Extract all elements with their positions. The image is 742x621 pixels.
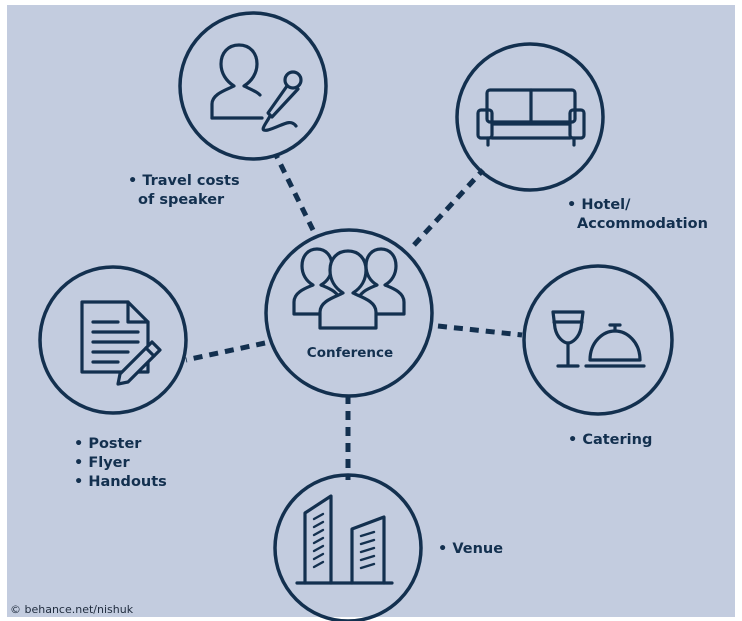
center-node [264, 228, 434, 398]
connector-hotel [412, 168, 485, 247]
print-node [38, 265, 188, 415]
hotel-label-line: • Hotel/ [567, 197, 631, 213]
people-group-icon [292, 247, 406, 330]
speaker-node [178, 11, 328, 161]
connector-speaker [273, 153, 316, 232]
venue-node [273, 473, 423, 621]
document-pencil-icon [80, 300, 162, 386]
speaker-label-line: of speaker [138, 192, 225, 208]
print-label: • Poster • Flyer • Handouts [74, 435, 167, 492]
print-label-line: • Handouts [74, 474, 167, 490]
venue-label-line: • Venue [438, 541, 504, 557]
speaker-label: • Travel costs of speaker [128, 172, 240, 210]
print-label-line: • Flyer [74, 455, 130, 471]
print-label-line: • Poster [74, 436, 142, 452]
connector-print [185, 340, 266, 363]
hotel-node [455, 42, 605, 192]
hotel-label: • Hotel/ Accommodation [567, 196, 708, 234]
credit-text: © behance.net/nishuk [10, 603, 134, 616]
catering-label: • Catering [568, 431, 652, 450]
speaker-microphone-icon [210, 43, 303, 132]
buildings-icon [295, 494, 394, 585]
venue-label: • Venue [438, 540, 503, 559]
sofa-icon [476, 88, 586, 147]
hotel-label-line: Accommodation [577, 216, 708, 232]
connector-catering [437, 323, 523, 338]
speaker-label-line: • Travel costs [128, 173, 240, 189]
catering-label-line: • Catering [568, 432, 653, 448]
wine-and-cloche-icon [551, 310, 646, 368]
catering-node [522, 264, 674, 416]
center-label: Conference [306, 345, 394, 361]
